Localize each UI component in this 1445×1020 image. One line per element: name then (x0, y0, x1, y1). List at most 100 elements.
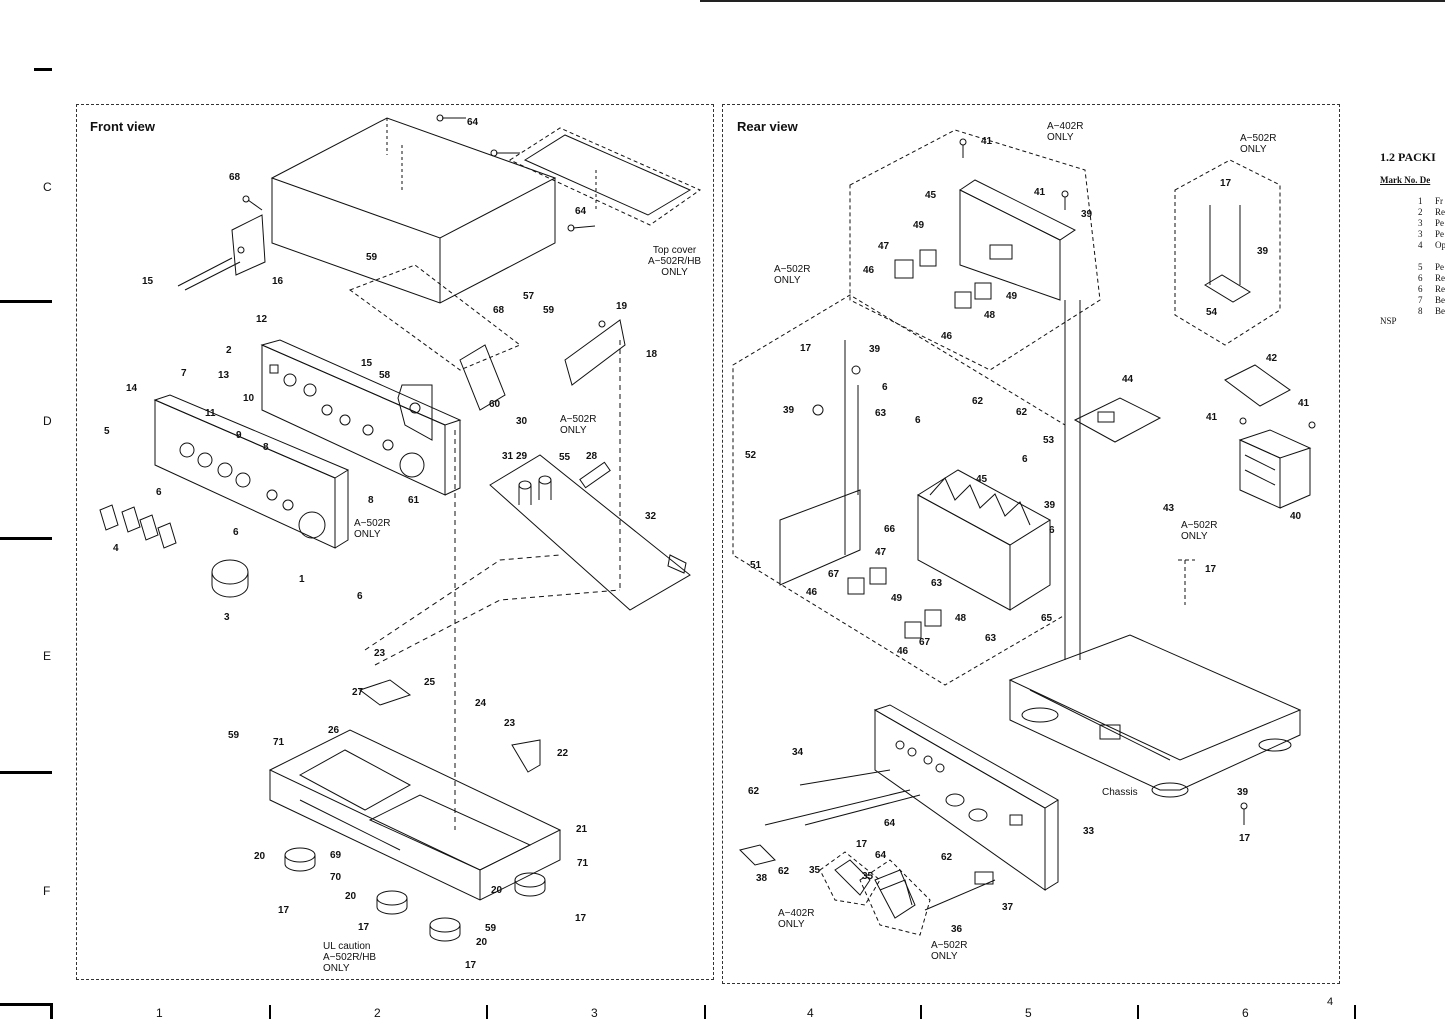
callout-front: 8 (368, 495, 374, 506)
heatsink-bracket-45-top (959, 179, 1076, 301)
rear-chassis (1008, 634, 1302, 798)
callout-front: 16 (272, 276, 284, 287)
a502r-group-right (1174, 159, 1281, 346)
callout-rear: 51 (750, 560, 762, 571)
callout-front: 1 (299, 574, 305, 585)
callout-front: 7 (181, 368, 187, 379)
callout-front: 59 (366, 252, 378, 263)
heatsink-45-main (917, 469, 1051, 611)
callout-front: 8 (263, 442, 269, 453)
callout-front: 6 (357, 591, 363, 602)
callout-front: 20 (345, 891, 357, 902)
column-number-5: 5 (1025, 1006, 1032, 1020)
transistors-lower (847, 567, 942, 639)
column-number-6: 6 (1242, 1006, 1249, 1020)
pcb-42 (1224, 364, 1291, 407)
callout-front: 20 (491, 885, 503, 896)
a402r-only-note: A−402R ONLY (1047, 121, 1084, 143)
pcb-44 (1073, 397, 1162, 443)
bottom-chassis-21 (268, 729, 562, 901)
a502r-only-note: A−502R ONLY (1240, 133, 1277, 155)
bracket-51 (779, 489, 861, 586)
callout-rear: 52 (745, 450, 757, 461)
knob-3 (211, 559, 249, 598)
callout-front: 55 (559, 452, 571, 463)
callout-rear: 39 (1257, 246, 1269, 257)
callout-front: 60 (489, 399, 501, 410)
row-letter-d: D (43, 414, 52, 428)
row-letter-f: F (43, 884, 51, 898)
callout-rear: 42 (1266, 353, 1278, 364)
column-number-4: 4 (807, 1006, 814, 1020)
a502r-only-note: A−502R ONLY (560, 414, 597, 436)
front-panel-plate (153, 394, 350, 549)
pcb-32 (489, 454, 691, 611)
callout-front: 71 (273, 737, 285, 748)
callout-front: 59 (485, 923, 497, 934)
margin-tick (0, 537, 52, 540)
column-number-2: 2 (374, 1006, 381, 1020)
callout-rear: 39 (1237, 787, 1249, 798)
callout-rear: 47 (875, 547, 887, 558)
callout-front: 61 (408, 495, 420, 506)
callout-rear: 35 (862, 871, 874, 882)
callout-front: 29 (516, 451, 528, 462)
rear-connectors (739, 769, 996, 919)
column-number-3: 3 (591, 1006, 598, 1020)
row-letter-e: E (43, 649, 52, 663)
packing-row: NSP8Be (1418, 306, 1445, 316)
margin-tick (0, 771, 52, 774)
callout-front: 14 (126, 383, 138, 394)
callout-rear: 46 (863, 265, 875, 276)
front-chassis-frame (260, 339, 462, 496)
callout-front: 26 (328, 725, 340, 736)
callout-front: 31 (502, 451, 514, 462)
callout-rear: 48 (984, 310, 996, 321)
callout-front: 13 (218, 370, 230, 381)
small-brackets (358, 679, 541, 773)
a502r-only-note: A−502R ONLY (354, 518, 391, 540)
callout-rear: 6 (1022, 454, 1028, 465)
callout-front: 15 (361, 358, 373, 369)
callout-front: 30 (516, 416, 528, 427)
callout-front: 17 (278, 905, 290, 916)
margin-tick (0, 300, 52, 303)
page-number: 4 (1327, 996, 1334, 1008)
callout-front: 68 (229, 172, 241, 183)
callout-rear: 62 (941, 852, 953, 863)
margin-tick (0, 1003, 52, 1006)
callout-rear: 17 (856, 839, 868, 850)
row-letter-c: C (43, 180, 52, 194)
callout-front: 17 (575, 913, 587, 924)
screws (242, 114, 596, 232)
column-number-1: 1 (156, 1006, 163, 1020)
callout-rear: 53 (1043, 435, 1055, 446)
callout-front: 20 (476, 937, 488, 948)
callout-rear: 39 (783, 405, 795, 416)
column-tick (920, 1005, 922, 1019)
callout-rear: 63 (875, 408, 887, 419)
callout-rear: 33 (1083, 826, 1095, 837)
callout-front: 70 (330, 872, 342, 883)
callout-front: 20 (254, 851, 266, 862)
callout-front: 21 (576, 824, 588, 835)
callout-front: 64 (575, 206, 587, 217)
callout-front: 25 (424, 677, 436, 688)
pcb-18 (564, 319, 626, 386)
callout-rear: 34 (792, 747, 804, 758)
callout-front: 2 (226, 345, 232, 356)
top-cover-plate (508, 127, 702, 226)
callout-front: 57 (523, 291, 535, 302)
callout-front: 69 (330, 850, 342, 861)
callout-rear: 62 (1016, 407, 1028, 418)
bracket-54 (1204, 205, 1251, 303)
top-edge-line (700, 0, 1445, 2)
a502r-only-note: A−502R ONLY (931, 940, 968, 962)
